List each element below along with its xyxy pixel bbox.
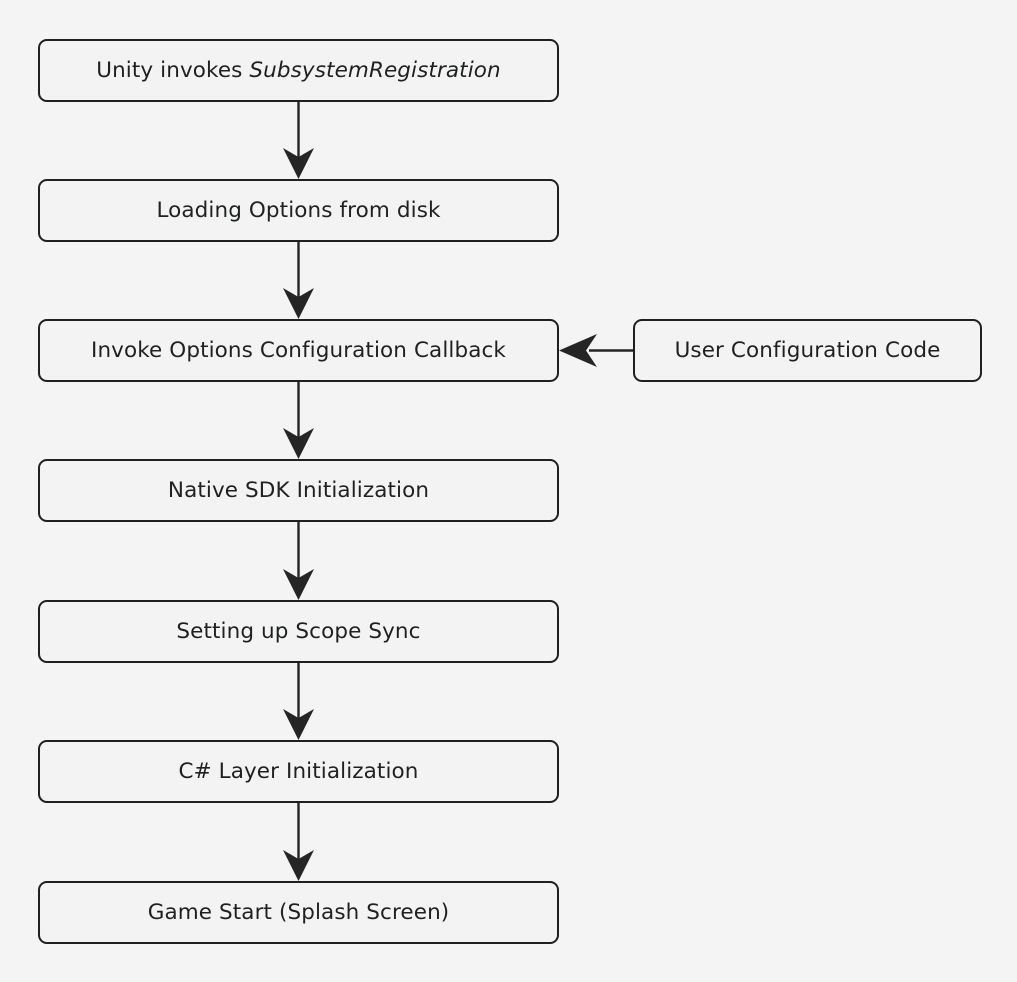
node-game-start[interactable]: Game Start (Splash Screen)	[38, 881, 559, 944]
node-label-user-configuration-code: User Configuration Code	[674, 337, 941, 363]
node-subsystem-registration[interactable]: Unity invokes SubsystemRegistration	[38, 39, 559, 102]
node-label-prefix: Unity invokes	[96, 57, 250, 83]
edge-invoke-to-native-sdk	[283, 382, 314, 459]
edge-scope-sync-to-csharp	[283, 663, 314, 740]
node-label-invoke-options-callback: Invoke Options Configuration Callback	[91, 337, 506, 363]
node-label-emphasis: SubsystemRegistration	[249, 57, 501, 83]
edge-user-config-to-invoke	[559, 334, 633, 367]
node-user-configuration-code[interactable]: User Configuration Code	[633, 319, 982, 382]
node-invoke-options-callback[interactable]: Invoke Options Configuration Callback	[38, 319, 559, 382]
node-label-native-sdk-init: Native SDK Initialization	[167, 477, 430, 503]
node-scope-sync[interactable]: Setting up Scope Sync	[38, 600, 559, 663]
edge-native-sdk-to-scope-sync	[283, 522, 314, 600]
node-native-sdk-init[interactable]: Native SDK Initialization	[38, 459, 559, 522]
node-label-loading-options: Loading Options from disk	[156, 197, 441, 223]
edge-loading-to-invoke	[283, 242, 314, 319]
node-label-subsystem-registration: Unity invokes SubsystemRegistration	[96, 58, 501, 84]
node-label-scope-sync: Setting up Scope Sync	[176, 618, 421, 644]
node-loading-options[interactable]: Loading Options from disk	[38, 179, 559, 242]
edge-subsystem-to-loading	[283, 102, 314, 179]
edge-csharp-to-game-start	[283, 803, 314, 881]
node-label-csharp-layer-init: C# Layer Initialization	[178, 758, 419, 784]
node-label-game-start: Game Start (Splash Screen)	[147, 899, 450, 925]
node-csharp-layer-init[interactable]: C# Layer Initialization	[38, 740, 559, 803]
